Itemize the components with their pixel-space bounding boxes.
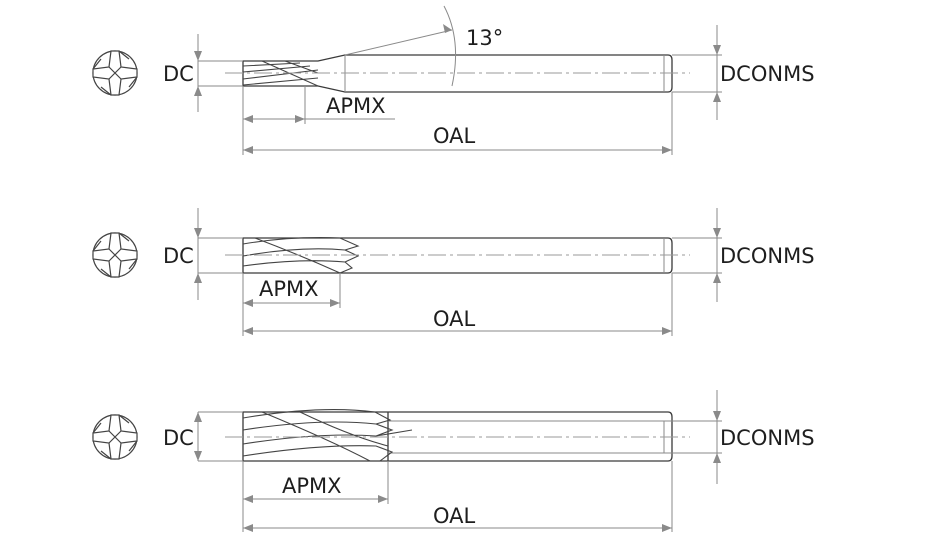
tool-2-view: DC DCONMS APMX OAL (92, 208, 815, 336)
end-view-icon (92, 50, 138, 96)
oal-label: OAL (433, 124, 476, 148)
dconms-label: DCONMS (720, 62, 815, 86)
dconms-label: DCONMS (720, 426, 815, 450)
apmx-label: APMX (326, 94, 386, 118)
dconms-label: DCONMS (720, 244, 815, 268)
dc-label: DC (163, 244, 194, 268)
apmx-label: APMX (259, 277, 319, 301)
apmx-label: APMX (282, 474, 342, 498)
oal-label: OAL (433, 307, 476, 331)
end-view-icon (92, 414, 138, 460)
dc-label: DC (163, 426, 194, 450)
oal-label: OAL (433, 504, 476, 528)
end-view-icon (92, 232, 138, 278)
angle-label: 13° (466, 26, 503, 50)
tool-3-view: DC DCONMS APMX OAL (92, 390, 815, 532)
tool-1-view: DC DCONMS 13° APMX OAL (92, 5, 815, 155)
dc-label: DC (163, 62, 194, 86)
